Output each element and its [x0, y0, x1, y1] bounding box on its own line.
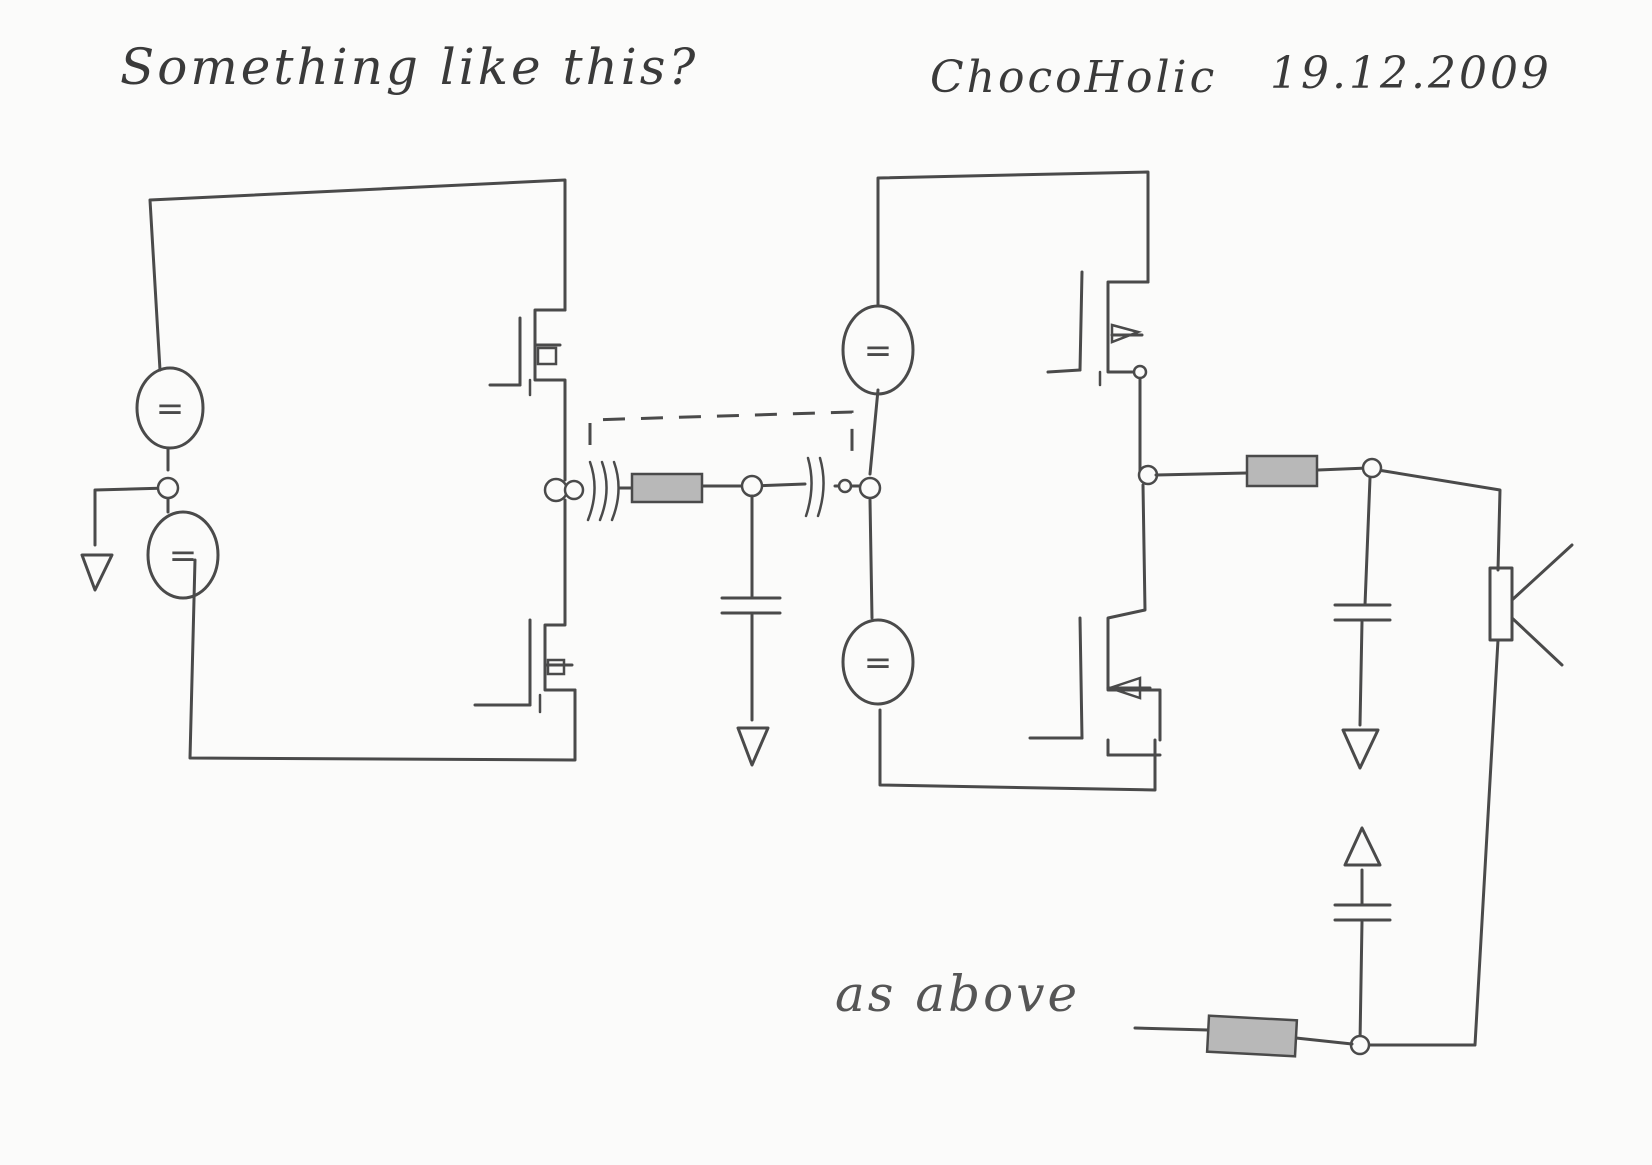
left-upper-mosfet: [488, 308, 567, 482]
left-upper-dc-source: =: [135, 366, 205, 450]
filter-node: [740, 474, 764, 498]
coupling-connection: [586, 456, 870, 522]
output-ground-symbol: [1341, 728, 1380, 770]
left-bridge-output-node: [543, 477, 569, 503]
output-capacitor: [1333, 476, 1392, 727]
left-midpoint-node: [156, 476, 180, 500]
right-upper-dc-source: =: [841, 304, 915, 396]
output-resistor: [1245, 454, 1319, 488]
lower-capacitor: [1333, 868, 1392, 1044]
left-ground-symbol: [80, 553, 114, 592]
shielded-link-dashed: [588, 410, 854, 460]
source-symbol: =: [169, 536, 198, 576]
sketch-title: Something like this?: [120, 38, 699, 96]
source-symbol: =: [864, 643, 893, 683]
output-wiring: [1154, 466, 1502, 1047]
source-symbol: =: [864, 331, 893, 371]
lower-supply-arrow: [1343, 826, 1382, 867]
output-node: [1361, 457, 1383, 479]
right-midpoint-node: [858, 476, 882, 500]
series-resistor: [630, 472, 704, 504]
left-lower-mosfet: [473, 498, 577, 714]
coupling-pin: [837, 478, 853, 494]
right-upper-mosfet-pin: [1132, 364, 1148, 380]
lower-resistor: [1205, 1014, 1299, 1058]
filter-ground-symbol: [736, 726, 770, 767]
right-supply-loop: [868, 170, 1157, 792]
left-supply-loop: [93, 178, 577, 762]
author-name: ChocoHolic: [930, 52, 1218, 103]
lower-link-wire: [1294, 1036, 1354, 1046]
lower-node: [1349, 1034, 1371, 1056]
right-lower-mosfet: [1028, 483, 1162, 757]
right-upper-mosfet: [1046, 270, 1150, 477]
source-symbol: =: [156, 389, 185, 429]
filter-capacitor: [720, 494, 782, 722]
left-lower-dc-source: =: [146, 510, 220, 600]
lower-input-wire: [1133, 1026, 1210, 1032]
sketch-date: 19.12.2009: [1270, 48, 1552, 99]
left-output-terminal: [563, 479, 585, 501]
right-lower-dc-source: =: [841, 618, 915, 706]
right-bridge-output-node: [1137, 464, 1159, 486]
as-above-note: as above: [835, 965, 1081, 1023]
speaker-symbol: [1488, 543, 1574, 667]
